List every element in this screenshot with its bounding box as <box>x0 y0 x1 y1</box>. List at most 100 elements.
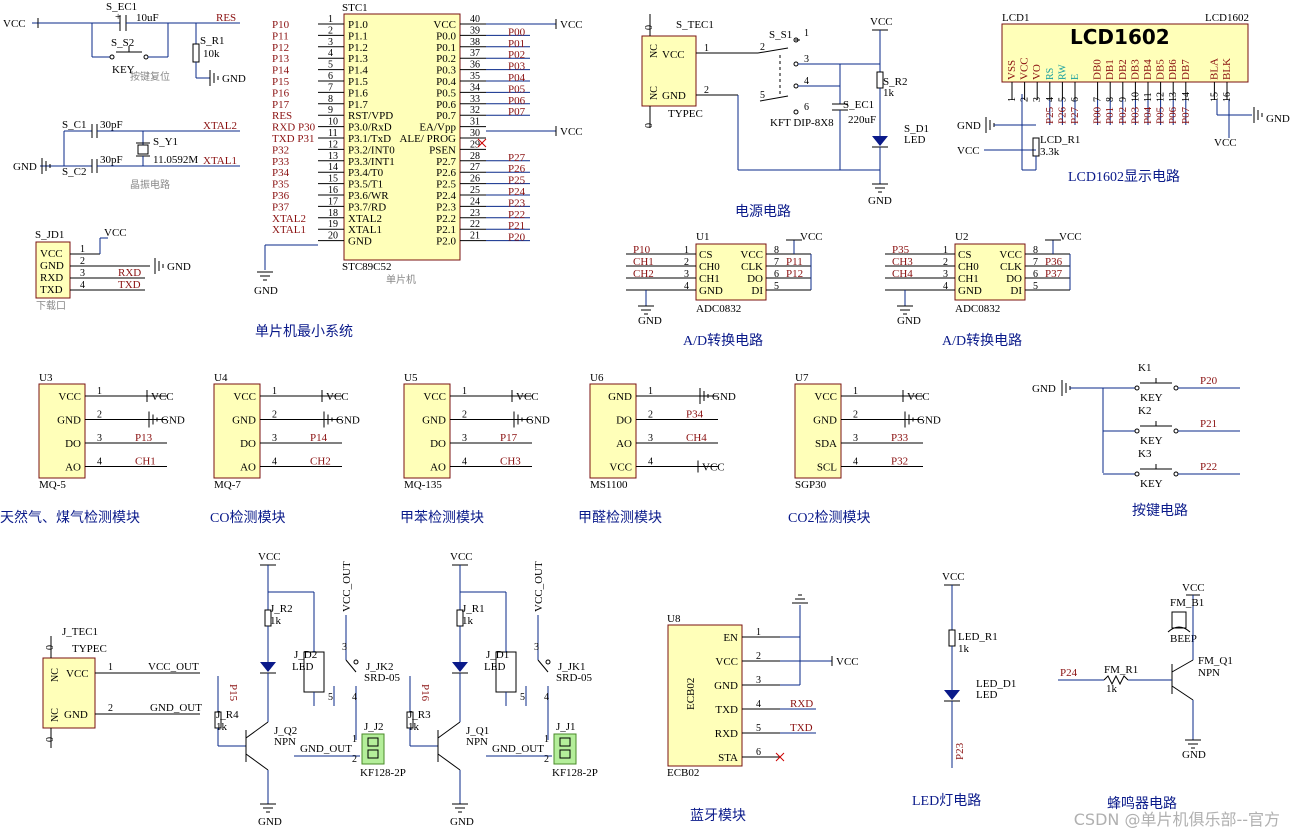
mcu-pin-num: 9 <box>328 105 333 116</box>
sensor-pin: VCC <box>609 462 632 474</box>
mcu-net: P05 <box>508 83 526 95</box>
section-sgp30: CO2检测模块 <box>788 510 870 526</box>
sensor-ref: U7 <box>795 372 809 384</box>
mcu-pin-num: 26 <box>470 174 480 185</box>
relay-rb: J_R4 <box>216 709 239 721</box>
dl-gnd: GND <box>167 261 191 273</box>
mcu-sub: 单片机 <box>386 273 416 286</box>
sensor-net: GND <box>526 415 550 427</box>
sensor-pin-num: 1 <box>97 386 102 397</box>
sensor-ref: U5 <box>404 372 418 384</box>
mcu-pin-name: P1.0 <box>348 19 368 31</box>
tec2-n1: 1 <box>108 662 113 673</box>
adc-net: CH2 <box>633 268 654 280</box>
relay-q-val: NPN <box>274 736 296 748</box>
mcu-net: P20 <box>508 232 526 244</box>
xtal-x2: XTAL2 <box>203 120 237 132</box>
bt-pin: GND <box>714 680 738 692</box>
lcd-pin-num: 16 <box>1222 92 1233 102</box>
adc-pin-right: DO <box>747 273 763 285</box>
lcd-net: P25 <box>1044 106 1056 124</box>
relay-val: SRD-05 <box>556 672 593 684</box>
dl-pin-2: GND <box>40 260 64 272</box>
sensor-part: MQ-7 <box>214 479 241 491</box>
sensor-part: MQ-5 <box>39 479 66 491</box>
adc-num: 6 <box>1033 269 1038 280</box>
relay-gndout: GND_OUT <box>300 743 352 755</box>
mcu-pin-name: P1.7 <box>348 99 368 111</box>
mcu-pin-num: 28 <box>470 151 480 162</box>
dl-pin-3: RXD <box>40 272 63 284</box>
sensor-pin: SCL <box>817 462 837 474</box>
lcd-pin-num: 12 <box>1156 92 1167 102</box>
mcu-pin-name: P1.6 <box>348 87 368 99</box>
adc-part: ADC0832 <box>696 303 741 315</box>
bt-num: 4 <box>756 699 761 710</box>
sensor-pin-num: 2 <box>97 410 102 421</box>
dl-ref: S_JD1 <box>35 229 64 241</box>
sensor-net: VCC <box>326 391 349 403</box>
mcu-net: XTAL2 <box>272 213 306 225</box>
mcu-gnd: GND <box>254 285 278 297</box>
sensor-pin: GND <box>813 415 837 427</box>
adc-num: 3 <box>684 269 689 280</box>
xtal-x1: XTAL1 <box>203 155 237 167</box>
led-res-ref: LED_R1 <box>958 631 998 643</box>
relay-ctrl: P16 <box>419 684 431 702</box>
lcd-pin-num: 6 <box>1070 97 1081 102</box>
mcu-net: P24 <box>508 186 526 198</box>
mcu-pin-num: 19 <box>328 219 338 230</box>
adc-net: P10 <box>633 244 651 256</box>
relay-rb-val: 1k <box>216 721 228 733</box>
section-mq5: 天然气、煤气检测模块 <box>0 509 140 526</box>
mcu-pin-num: 12 <box>328 139 338 150</box>
sensor-pin-num: 2 <box>853 410 858 421</box>
mcu-pin-num: 23 <box>470 208 480 219</box>
adc-pin-left: GND <box>699 285 723 297</box>
section-power: 电源电路 <box>735 204 791 220</box>
sensor-pin: GND <box>232 415 256 427</box>
mcu-pin-num: 21 <box>470 231 480 242</box>
sensor-ref: U6 <box>590 372 604 384</box>
relay-res: J_R2 <box>270 603 293 615</box>
lcd-pin-num: 13 <box>1168 92 1179 102</box>
mcu-pin-name: XTAL1 <box>348 224 382 236</box>
adc-gnd: GND <box>638 315 662 327</box>
pwr-led-val: LED <box>904 134 925 146</box>
sensor-pin-num: 2 <box>272 410 277 421</box>
mcu-net: P13 <box>272 53 290 65</box>
sensor-net: P33 <box>891 432 909 444</box>
mcu-pin-num: 2 <box>328 25 333 36</box>
mcu-net: P10 <box>272 19 290 31</box>
lcd-pin-name: BLA <box>1208 58 1220 80</box>
pwr-res-val: 1k <box>883 87 895 99</box>
adc-pin-right: DO <box>1006 273 1022 285</box>
led-circuit: VCC LED_R1 1k LED_D1 LED P23 LED灯电路 <box>912 571 1016 809</box>
mcu-pin-num: 40 <box>470 14 480 25</box>
adc-pin-left: CH1 <box>699 273 720 285</box>
reset-net: RES <box>216 12 236 24</box>
pwr-sw-n1: 1 <box>804 28 809 39</box>
relay-res-val: 1k <box>462 615 474 627</box>
reset-res-ref: S_R1 <box>200 35 224 47</box>
mcu-pin-name: P1.3 <box>348 53 368 65</box>
mcu-pin-name: P3.2/INT0 <box>348 144 395 156</box>
mcu-vcc31: VCC <box>560 126 583 138</box>
relay-gnd: GND <box>450 816 474 828</box>
led-vcc: VCC <box>942 571 965 583</box>
adc-num: 1 <box>943 245 948 256</box>
mcu-net: P26 <box>508 163 526 175</box>
mcu-pin-num: 1 <box>328 14 333 25</box>
lcd-part: LCD1602 <box>1205 12 1249 24</box>
led-res-val: 1k <box>958 643 970 655</box>
mcu-pin-num: 20 <box>328 231 338 242</box>
dl-num-2: 2 <box>80 256 85 267</box>
bt-net: VCC <box>836 656 859 668</box>
mcu-pin-num: 32 <box>470 105 480 116</box>
mcu-ref: STC1 <box>342 2 368 14</box>
adc-net: P37 <box>1045 268 1063 280</box>
adc-net: P36 <box>1045 256 1063 268</box>
lcd-net: P00 <box>1092 106 1104 124</box>
tec2-pin-vcc: VCC <box>66 668 89 680</box>
